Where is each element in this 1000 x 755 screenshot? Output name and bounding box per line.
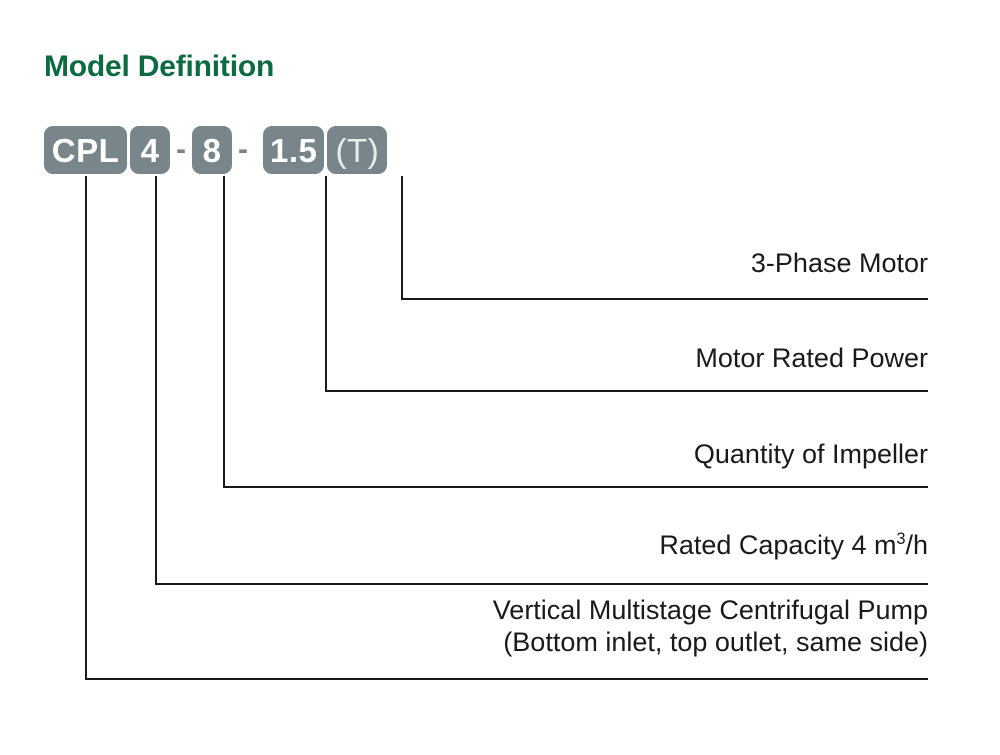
- leader-line-power-horizontal: [325, 390, 928, 392]
- leader-line-capacity-vertical: [155, 176, 157, 585]
- model-code-badge-capacity[interactable]: 4: [130, 126, 170, 174]
- leader-line-series-horizontal: [85, 678, 928, 680]
- legend-label-power: Motor Rated Power: [695, 343, 928, 375]
- model-code-badge-phase[interactable]: (T): [327, 126, 388, 174]
- legend-label-stages-text: Quantity of Impeller: [693, 439, 928, 469]
- legend-label-capacity-unit: /h: [905, 530, 928, 560]
- model-code-row: CPL 4 - 8 - 1.5 (T): [44, 126, 388, 174]
- leader-line-phase-horizontal: [401, 298, 928, 300]
- leader-line-power-vertical: [325, 176, 327, 392]
- model-code-separator-2: -: [238, 133, 248, 166]
- legend-label-stages: Quantity of Impeller: [694, 439, 928, 471]
- model-code-badge-power[interactable]: 1.5: [263, 126, 325, 174]
- legend-label-series-text-line2: (Bottom inlet, top outlet, same side): [503, 626, 928, 657]
- legend-label-phase: 3-Phase Motor: [751, 248, 928, 280]
- legend-label-capacity-text: Rated Capacity 4 m: [659, 530, 897, 560]
- model-code-badge-series[interactable]: CPL: [44, 126, 127, 174]
- legend-label-phase-text: 3-Phase Motor: [750, 248, 928, 278]
- leader-line-stages-vertical: [223, 176, 225, 488]
- legend-label-series-text-line1: Vertical Multistage Centrifugal Pump: [492, 595, 928, 625]
- leader-line-stages-horizontal: [223, 486, 928, 488]
- model-code-badge-stages[interactable]: 8: [192, 126, 232, 174]
- leader-line-phase-vertical: [401, 176, 403, 300]
- leader-line-series-vertical: [85, 176, 87, 680]
- legend-label-capacity-exponent: 3: [896, 530, 906, 548]
- legend-label-series: Vertical Multistage Centrifugal Pump (Bo…: [493, 595, 928, 659]
- model-code-separator-1: -: [176, 133, 186, 166]
- leader-line-capacity-horizontal: [155, 583, 928, 585]
- legend-label-power-text: Motor Rated Power: [695, 343, 928, 373]
- legend-label-capacity: Rated Capacity 4 m3/h: [659, 530, 928, 562]
- page-title: Model Definition: [44, 50, 275, 83]
